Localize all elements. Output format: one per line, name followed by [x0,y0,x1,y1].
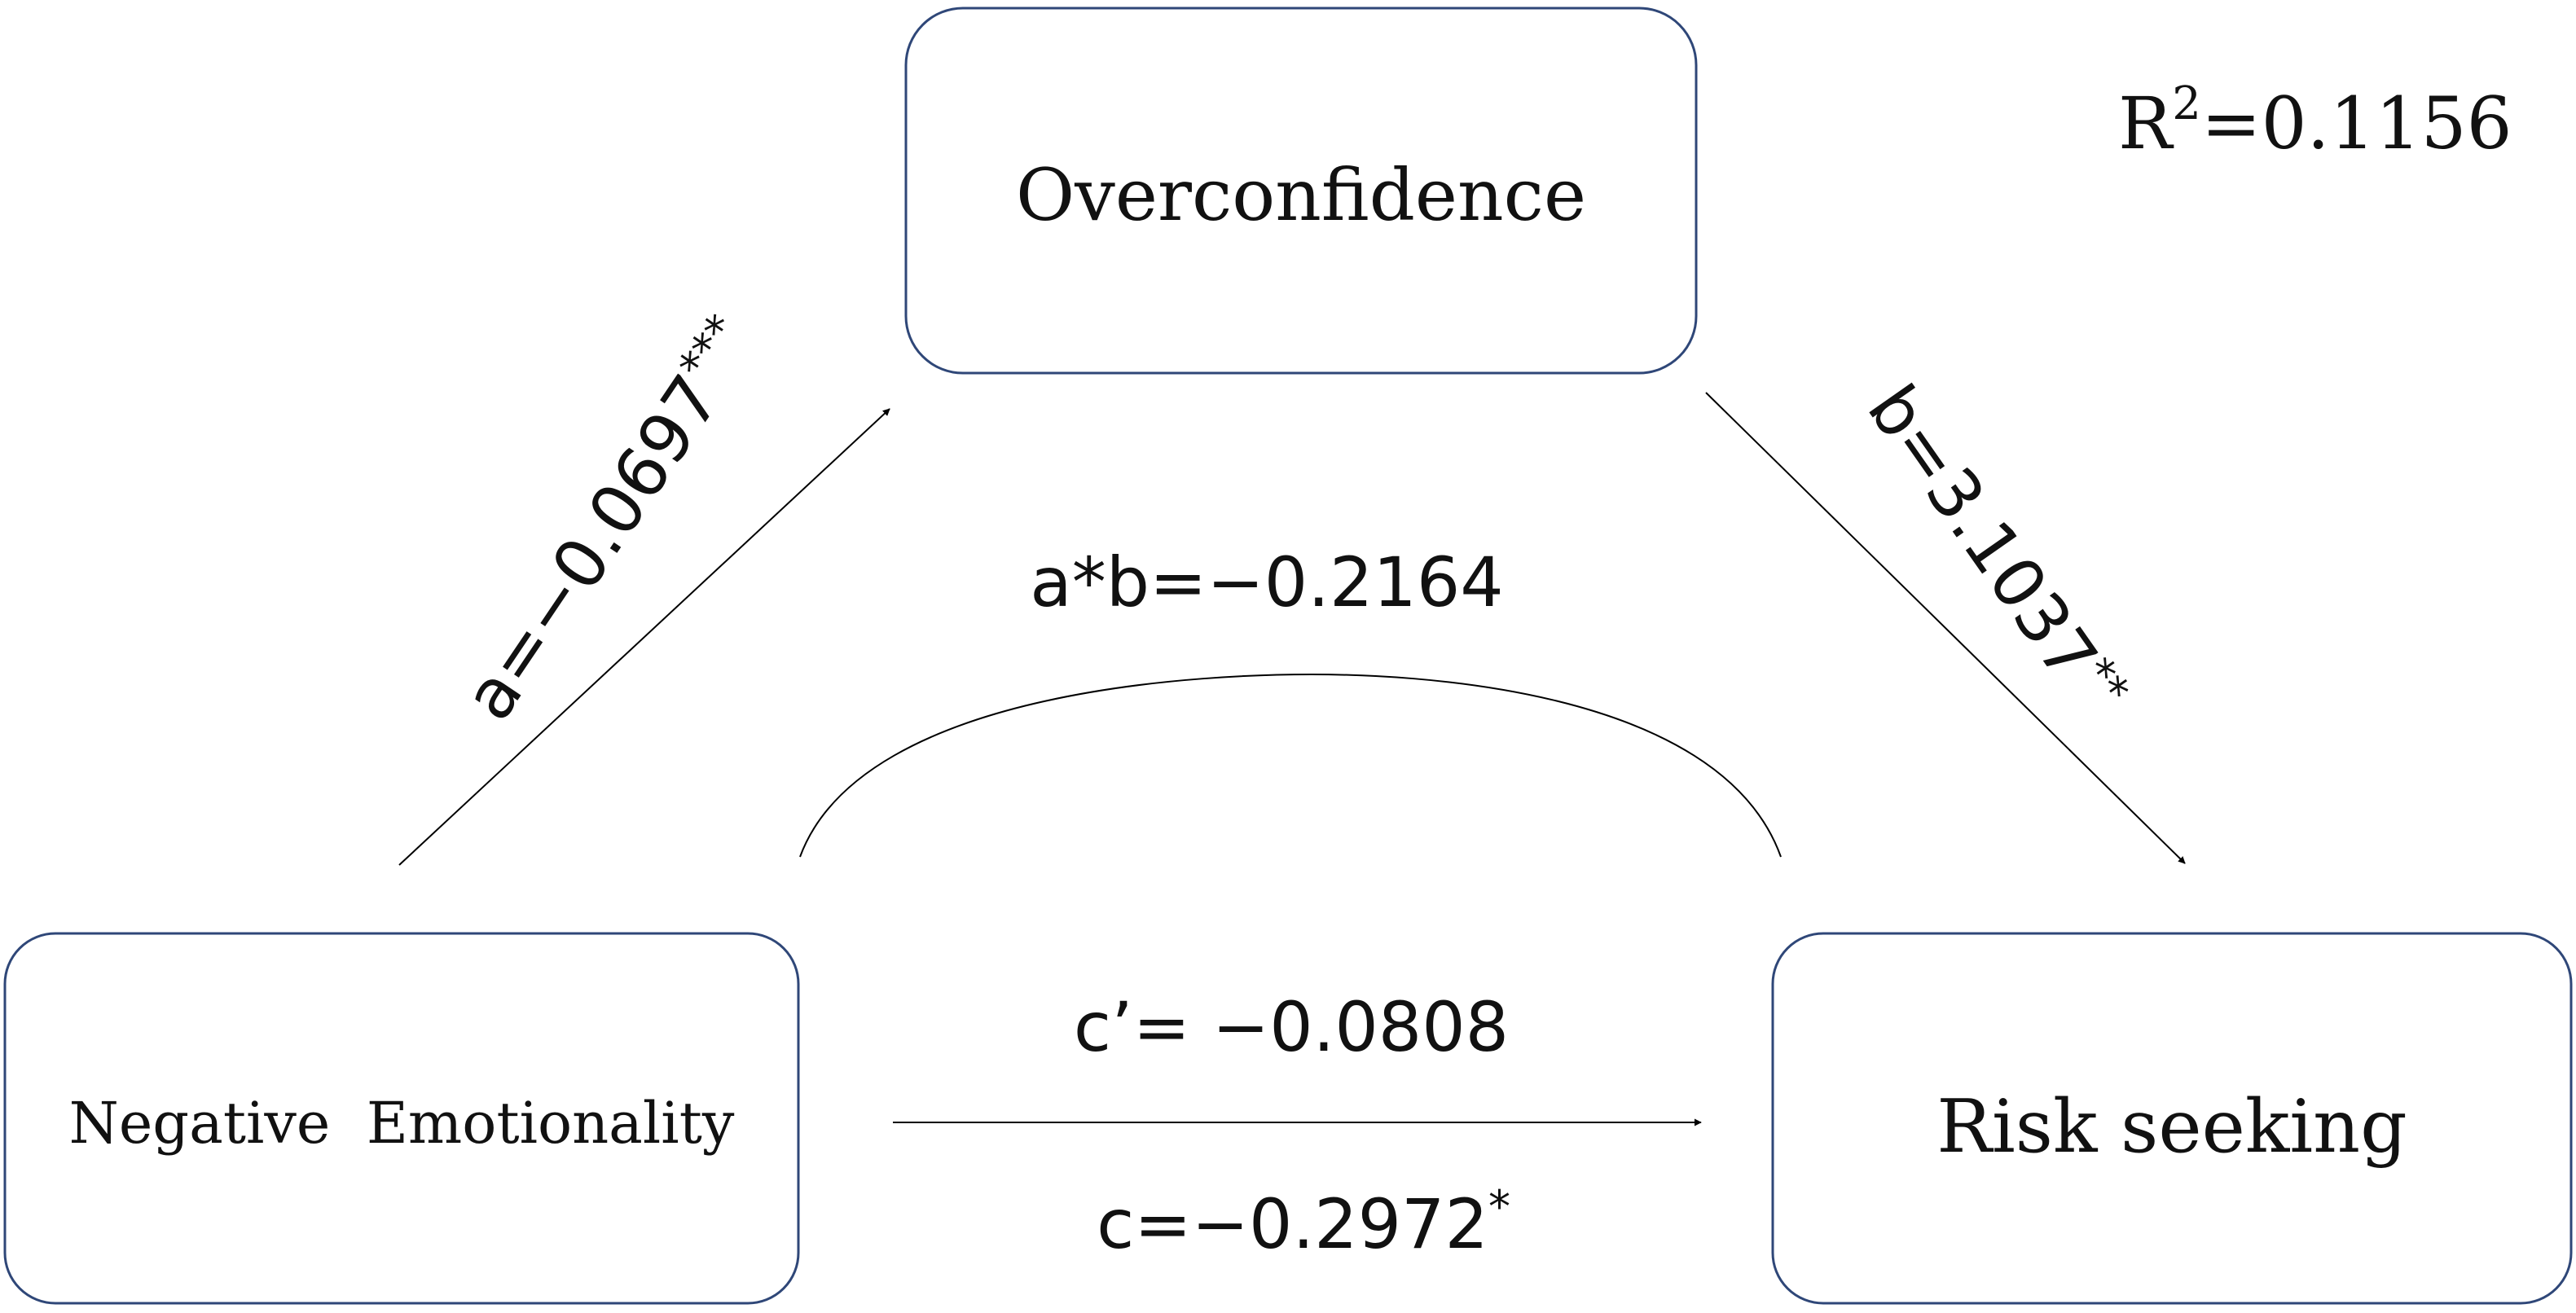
r-squared-value: =0.1156 [2201,81,2512,165]
path-a-arrow [398,408,890,866]
outcome-label: Risk seeking [1936,1084,2407,1170]
r-squared-exponent: 2 [2172,77,2201,130]
predictor-box [3,932,800,1305]
outcome-box [1771,932,2573,1305]
total-effect-label: c=−0.2972* [1097,1181,1510,1264]
indirect-effect-label: a*b=−0.2164 [1030,542,1503,622]
direct-effect-label: c’= −0.0808 [1074,987,1509,1067]
mediator-box [904,7,1698,375]
r-squared-base: R [2118,81,2174,165]
mediator-node: Overconfidence [904,7,1698,375]
predictor-label: Negative Emotionality [69,1090,735,1157]
path-a-value: a=−0.0697 [448,361,736,734]
mediator-label: Overconfidence [1016,153,1586,237]
indirect-effect-arc [799,673,1782,858]
outcome-node: Risk seeking [1771,932,2573,1305]
predictor-node: Negative Emotionality [3,932,800,1305]
total-effect-significance: * [1488,1181,1510,1232]
r-squared-label: R2=0.1156 [2118,77,2512,165]
total-effect-value: c=−0.2972 [1097,1184,1488,1264]
path-b-arrow [1705,392,2186,864]
path-b-value: b=3.1037 [1853,371,2113,695]
